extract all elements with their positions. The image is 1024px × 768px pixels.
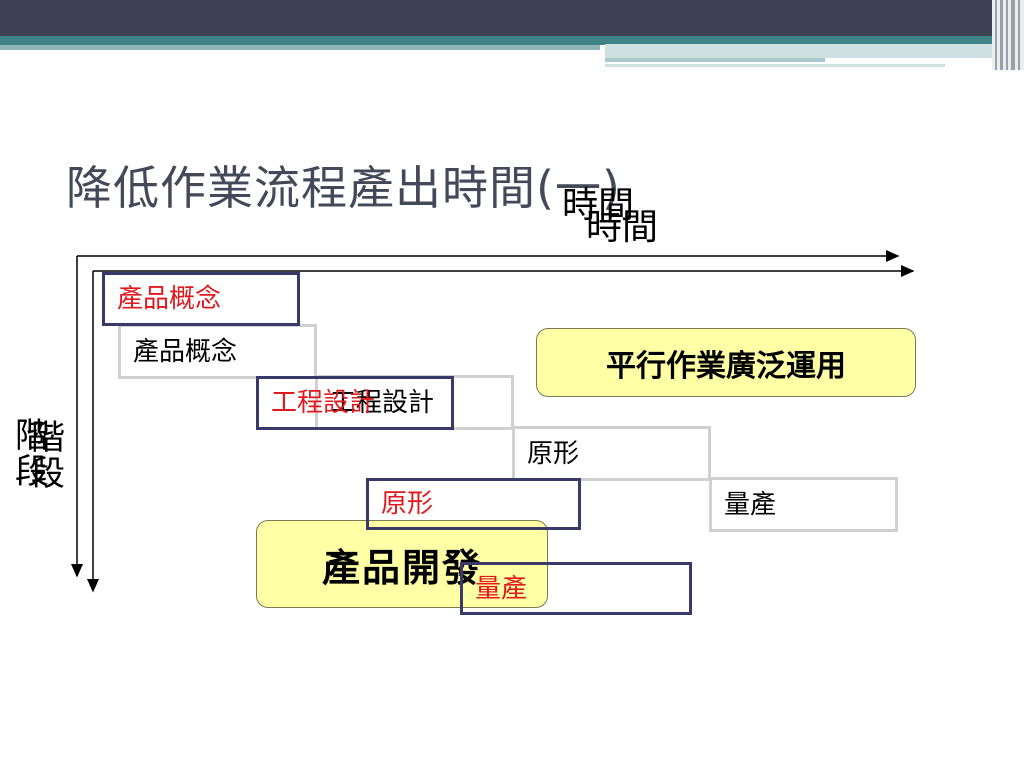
- concurrent-engineering-callout: 平行作業廣泛運用: [536, 328, 916, 397]
- sequential-step-production: 量產: [709, 477, 898, 532]
- concurrent-step-concept: 產品概念: [102, 272, 300, 326]
- header-bar: [0, 0, 1024, 36]
- sequential-step-prototype: 原形: [512, 426, 711, 481]
- sequential-step-concept: 產品概念: [118, 324, 317, 379]
- header-accent-line-thin: [0, 45, 600, 50]
- header-accent-pale-thin: [605, 58, 825, 62]
- concurrent-step-engineering: 工程設計: [256, 376, 454, 430]
- stage-axis-label: 階段: [15, 416, 49, 492]
- time-axis-label: 時間: [562, 185, 635, 226]
- header-accent-pale-line: [605, 64, 945, 67]
- time-axis-label-shadow: 時間: [586, 207, 659, 248]
- stage-axis-label-shadow: 階段: [31, 418, 65, 494]
- slide-title: 降低作業流程產出時間(一): [66, 161, 621, 215]
- header-accent-line: [0, 36, 1000, 45]
- header-stripes-decoration: [992, 0, 1024, 70]
- concurrent-step-production: 量產: [460, 562, 692, 615]
- concurrent-step-prototype: 原形: [366, 478, 581, 530]
- header-accent-pale: [605, 44, 1000, 58]
